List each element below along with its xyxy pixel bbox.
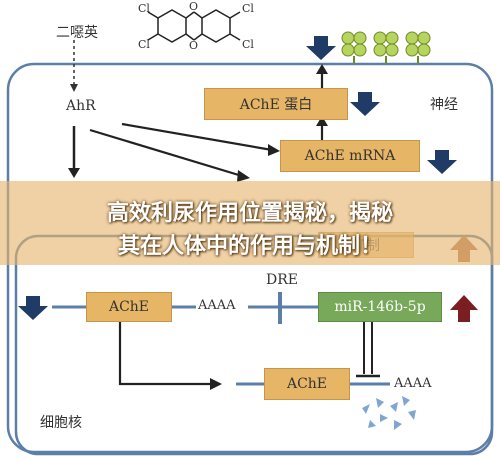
ahr-to-dre-arrow (89, 128, 243, 178)
title-banner (0, 181, 500, 265)
mir-146b-5p-box: miR-146b-5p (318, 292, 442, 322)
ache-mrna-box: AChE mRNA (280, 140, 420, 172)
navy-down-arrows (18, 36, 457, 320)
molecule-o-label: O (189, 39, 199, 52)
up-arrow-maroon-icon (450, 295, 478, 322)
banner-line-2: 其在人体中的作用与机制！ (117, 234, 382, 259)
ahr-to-mrna-arrow (121, 122, 273, 152)
molecule-cl-label: Cl (138, 38, 150, 51)
dioxin-label: 二噁英 (56, 25, 98, 41)
dre-label: DRE (266, 272, 298, 288)
ache-protein-box: AChE 蛋白 (204, 88, 348, 120)
nucleus-membrane (14, 234, 494, 456)
transcription-arrow (118, 322, 214, 386)
clover-icon (373, 31, 399, 64)
ache-gene-box: AChE (86, 292, 172, 322)
down-arrow-icon (427, 150, 457, 174)
banner-line-1: 高效利尿作用位置揭秘，揭秘 (106, 201, 393, 226)
molecule-cl-label: Cl (242, 2, 254, 15)
clover-icon (405, 31, 431, 64)
neuron-label: 神经 (430, 97, 458, 113)
down-arrow-icon (350, 92, 380, 116)
molecule-cl-label: Cl (242, 38, 254, 51)
polya-tail-transcript: AAAA (394, 376, 432, 391)
clover-icon (341, 31, 367, 64)
ahr-label: AhR (66, 98, 96, 114)
degraded-fragments (362, 396, 416, 430)
green-clover-icons (341, 31, 431, 64)
down-arrow-icon (18, 296, 48, 320)
dioxin-molecule (147, 9, 241, 43)
ache-transcript-box: AChE (264, 368, 350, 400)
polya-tail-gene: AAAA (198, 298, 236, 313)
molecule-o-label: O (189, 0, 199, 13)
molecule-cl-label: Cl (138, 2, 150, 15)
nucleus-label: 细胞核 (40, 415, 82, 431)
down-arrow-icon (306, 36, 336, 60)
